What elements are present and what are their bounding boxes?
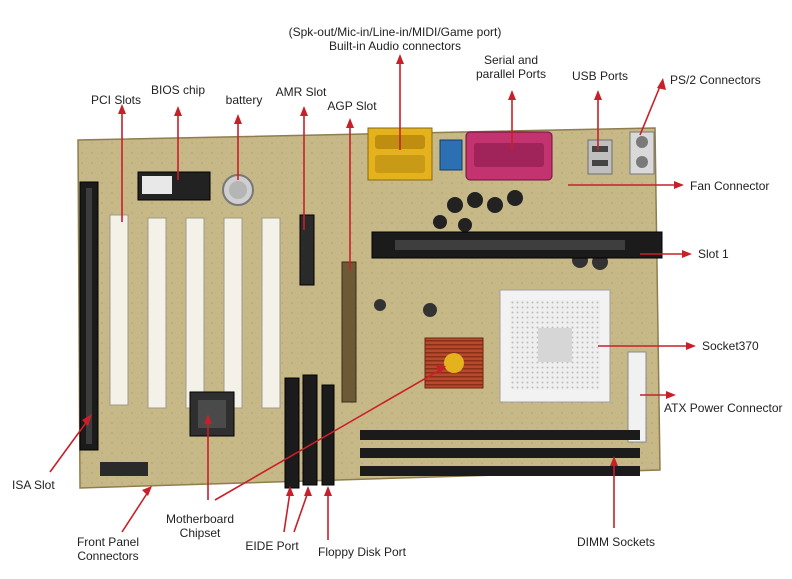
label-isa: ISA Slot	[12, 478, 55, 492]
label-chipset-line2: Chipset	[180, 526, 221, 540]
dimm-socket-group	[360, 430, 640, 476]
atx-power-connector	[627, 351, 647, 443]
label-amr: AMR Slot	[276, 85, 327, 99]
dimm-socket	[360, 466, 640, 476]
arrow-eide	[283, 491, 291, 533]
label-bios: BIOS chip	[151, 83, 205, 97]
label-group: (Spk-out/Mic-in/Line-in/MIDI/Game port) …	[12, 25, 783, 563]
leader-arrow-group	[49, 54, 696, 540]
pci-slot	[109, 214, 129, 406]
front-panel-header	[100, 462, 148, 476]
label-front-panel-line2: Connectors	[77, 549, 138, 563]
agp-slot	[341, 261, 357, 403]
pci-slot	[261, 217, 281, 409]
serial-port	[439, 139, 463, 171]
label-fan: Fan Connector	[690, 179, 769, 193]
label-battery: battery	[226, 93, 263, 107]
pci-slot-group	[109, 214, 281, 409]
label-floppy: Floppy Disk Port	[318, 545, 407, 559]
arrow-ps2	[639, 83, 662, 136]
label-audio-line1: (Spk-out/Mic-in/Line-in/MIDI/Game port)	[289, 25, 502, 39]
back-panel-io	[367, 127, 655, 181]
label-dimm: DIMM Sockets	[577, 535, 655, 549]
label-chipset-line1: Motherboard	[166, 512, 234, 526]
pci-slot	[147, 217, 167, 409]
label-usb: USB Ports	[572, 69, 628, 83]
arrow-chipset-north	[214, 369, 441, 501]
label-serial-line1: Serial and	[484, 53, 538, 67]
label-audio-line2: Built-in Audio connectors	[329, 39, 461, 53]
usb-port-block	[587, 139, 613, 175]
label-front-panel-line1: Front Panel	[77, 535, 139, 549]
label-socket370: Socket370	[702, 339, 759, 353]
label-serial-line2: parallel Ports	[476, 67, 546, 81]
label-ps2: PS/2 Connectors	[670, 73, 761, 87]
label-eide: EIDE Port	[245, 539, 299, 553]
dimm-socket	[360, 448, 640, 458]
eide-port	[284, 377, 300, 489]
dimm-socket	[360, 430, 640, 440]
pci-slot	[223, 217, 243, 409]
arrow-isa	[49, 419, 89, 473]
eide-port	[302, 374, 318, 486]
label-pci: PCI Slots	[91, 93, 141, 107]
arrow-eide-2	[293, 491, 309, 533]
label-agp: AGP Slot	[327, 99, 377, 113]
amr-slot	[299, 214, 315, 286]
label-slot1: Slot 1	[698, 247, 729, 261]
arrow-front-panel	[121, 491, 149, 533]
label-atx-power: ATX Power Connector	[664, 401, 783, 415]
pci-slot	[185, 217, 205, 409]
